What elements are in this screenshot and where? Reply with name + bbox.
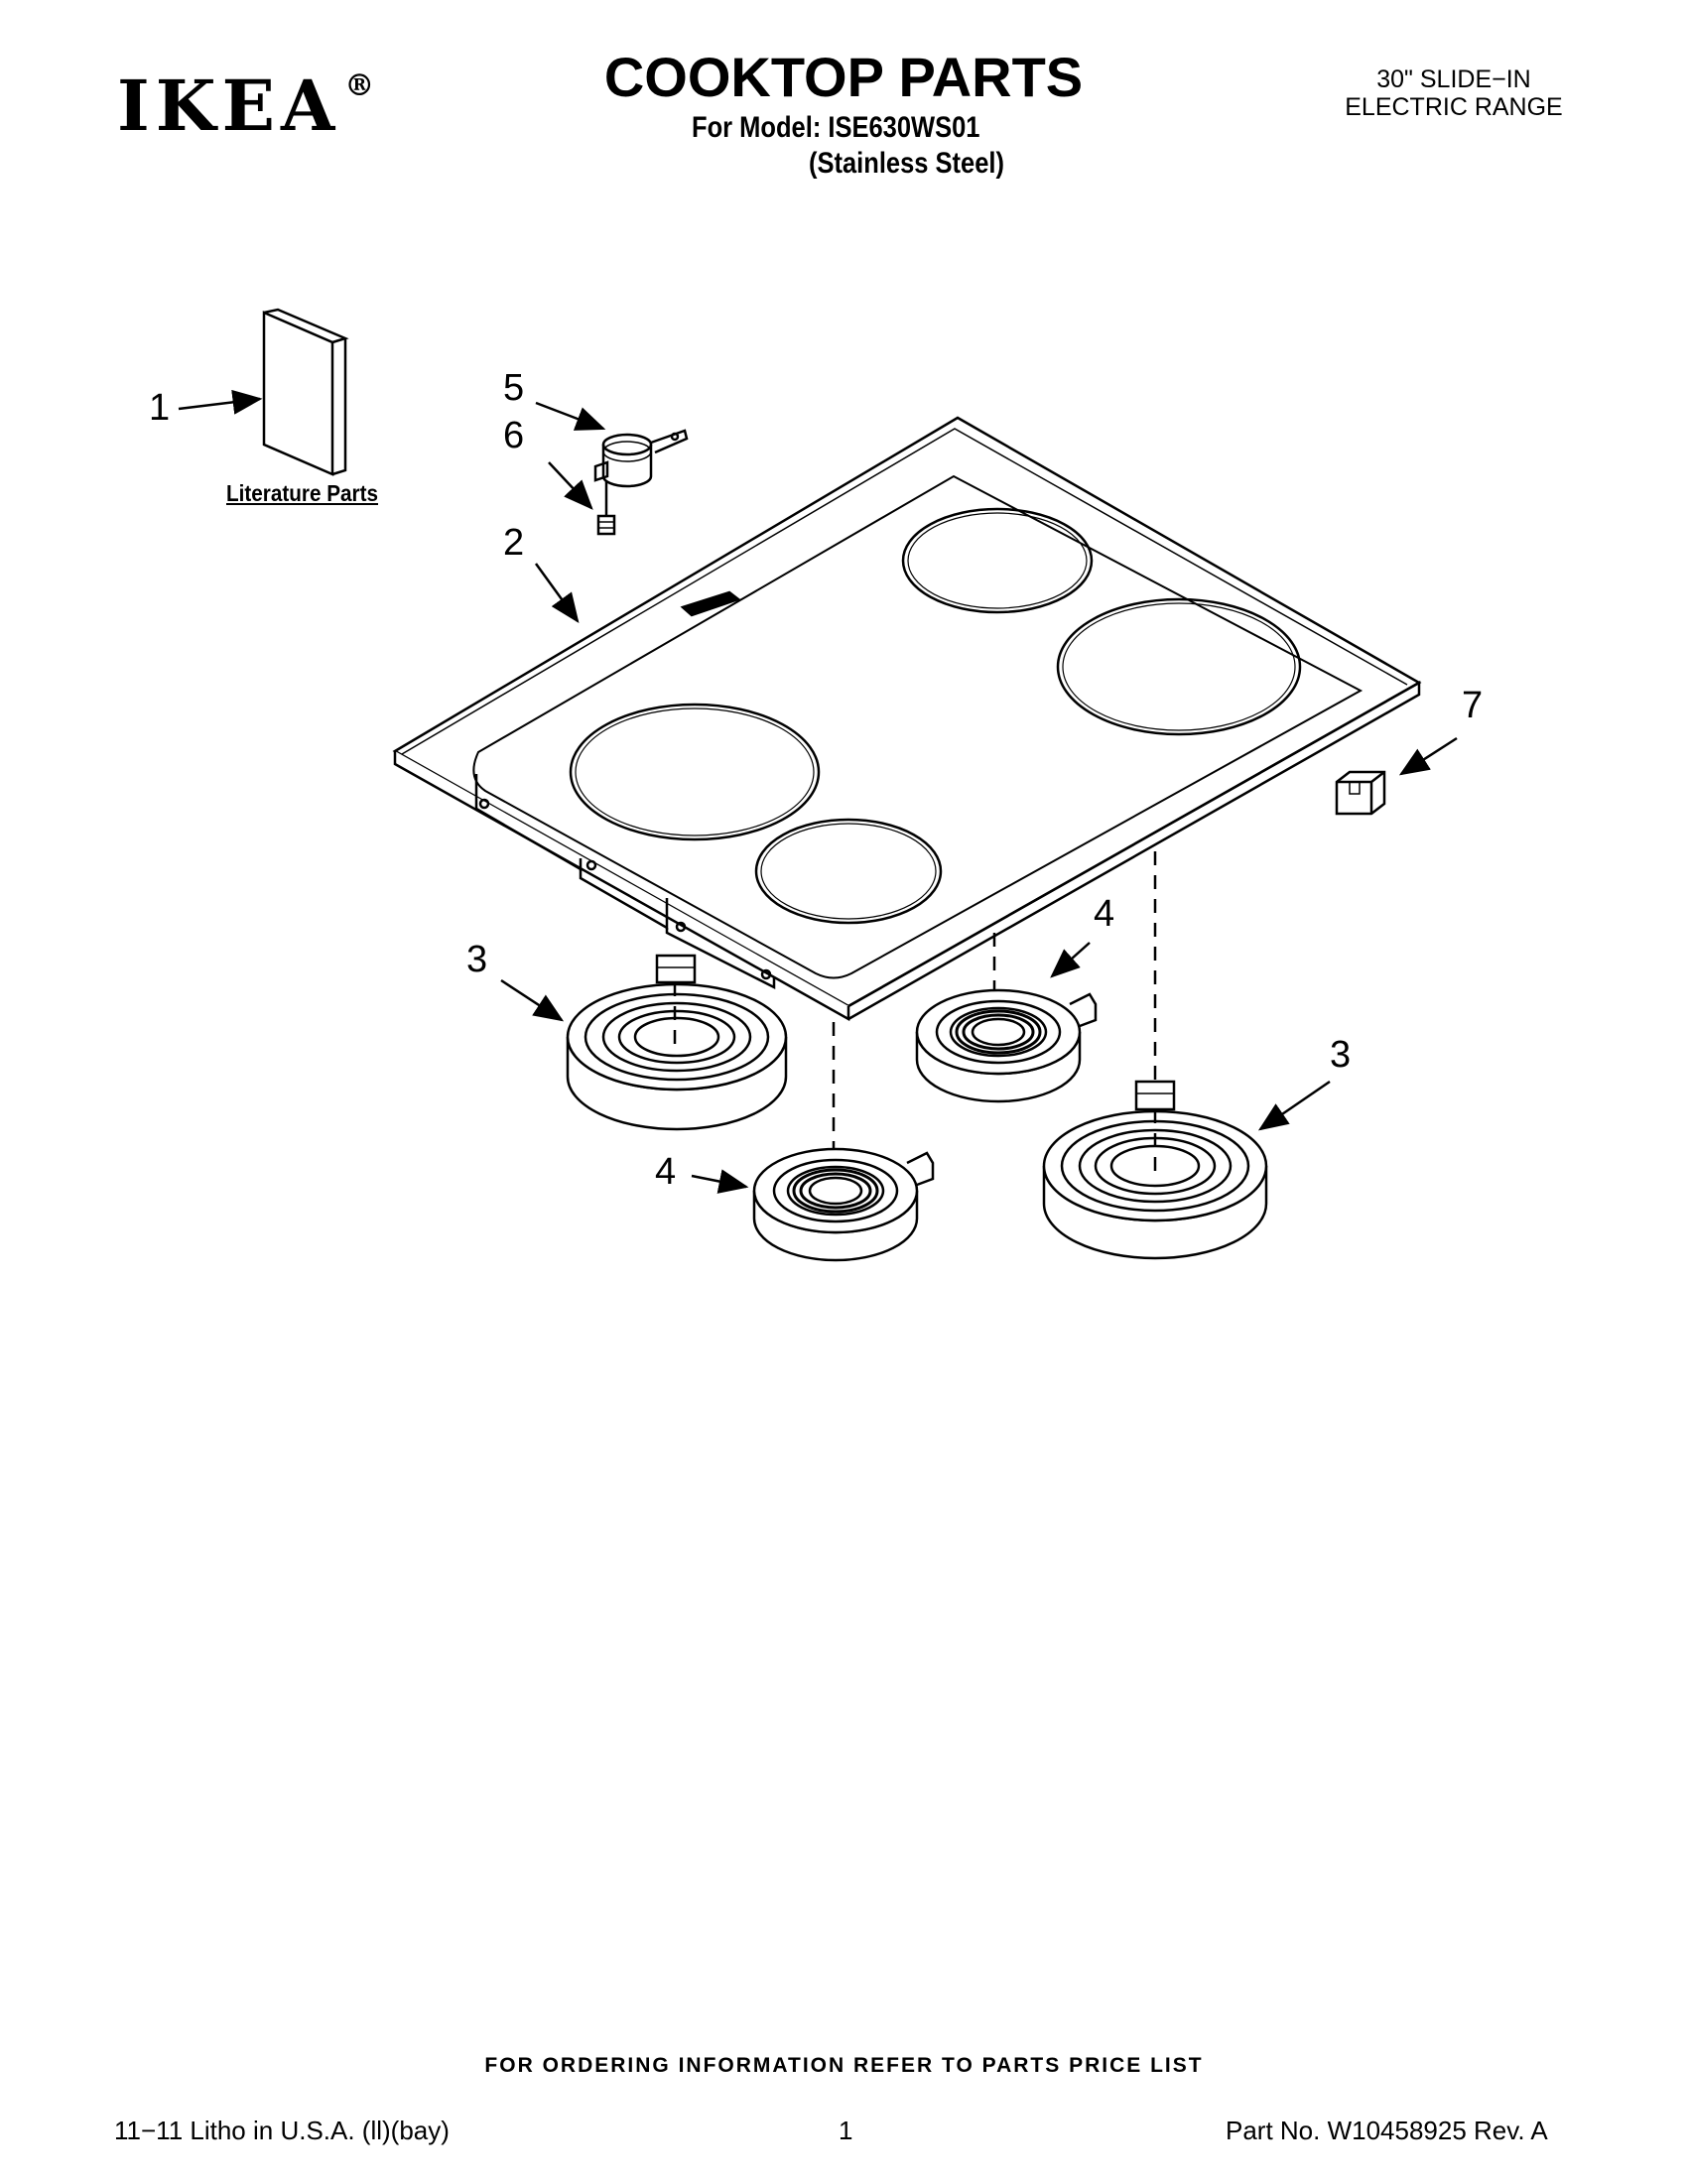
callout-4-right: 4 <box>1094 893 1115 935</box>
mounting-clip <box>1335 770 1386 816</box>
leader-4-right <box>1050 942 1091 978</box>
radiant-element-small-right <box>915 988 1098 1103</box>
callout-5: 5 <box>503 367 525 409</box>
leader-3-right <box>1257 1080 1331 1131</box>
radiant-element-small-bottom <box>752 1147 935 1262</box>
radiant-element-large-left <box>566 954 788 1131</box>
page-number: 1 <box>839 2116 853 2145</box>
page-title: COOKTOP PARTS <box>603 46 1084 108</box>
radiant-element-large-right <box>1042 1080 1268 1260</box>
callout-3-left: 3 <box>466 939 488 980</box>
literature-booklet <box>262 308 349 476</box>
limiter-screw <box>596 480 616 536</box>
leader-3-left <box>500 978 565 1022</box>
literature-parts-label: Literature Parts <box>226 480 379 506</box>
callout-6: 6 <box>503 415 525 456</box>
cooktop-glass <box>392 416 1422 1022</box>
finish-line: (Stainless Steel) <box>809 147 1005 180</box>
callout-1: 1 <box>149 387 171 429</box>
ordering-note: FOR ORDERING INFORMATION REFER TO PARTS … <box>484 2054 1204 2077</box>
leader-7 <box>1398 736 1458 776</box>
leader-2 <box>534 563 580 624</box>
callout-2: 2 <box>503 522 525 564</box>
callout-7: 7 <box>1462 685 1484 726</box>
leader-6 <box>548 461 593 510</box>
callout-3-right: 3 <box>1330 1034 1352 1076</box>
registered-mark: ® <box>344 68 375 103</box>
model-line: For Model: ISE630WS01 <box>692 111 980 144</box>
brand-logo: IKEA® <box>117 71 374 141</box>
callout-4-bottom: 4 <box>655 1151 677 1193</box>
product-type-line1: 30" SLIDE−IN <box>1376 65 1531 93</box>
leader-4-bottom <box>691 1169 749 1194</box>
limiter-switch <box>593 429 689 488</box>
leader-5 <box>535 401 606 431</box>
leader-1 <box>178 389 263 415</box>
brand-name: IKEA <box>117 64 341 147</box>
part-number: Part No. W10458925 Rev. A <box>1226 2116 1548 2145</box>
litho-info: 11−11 Litho in U.S.A. (ll)(bay) <box>114 2116 450 2145</box>
product-type-line2: ELECTRIC RANGE <box>1345 93 1563 121</box>
